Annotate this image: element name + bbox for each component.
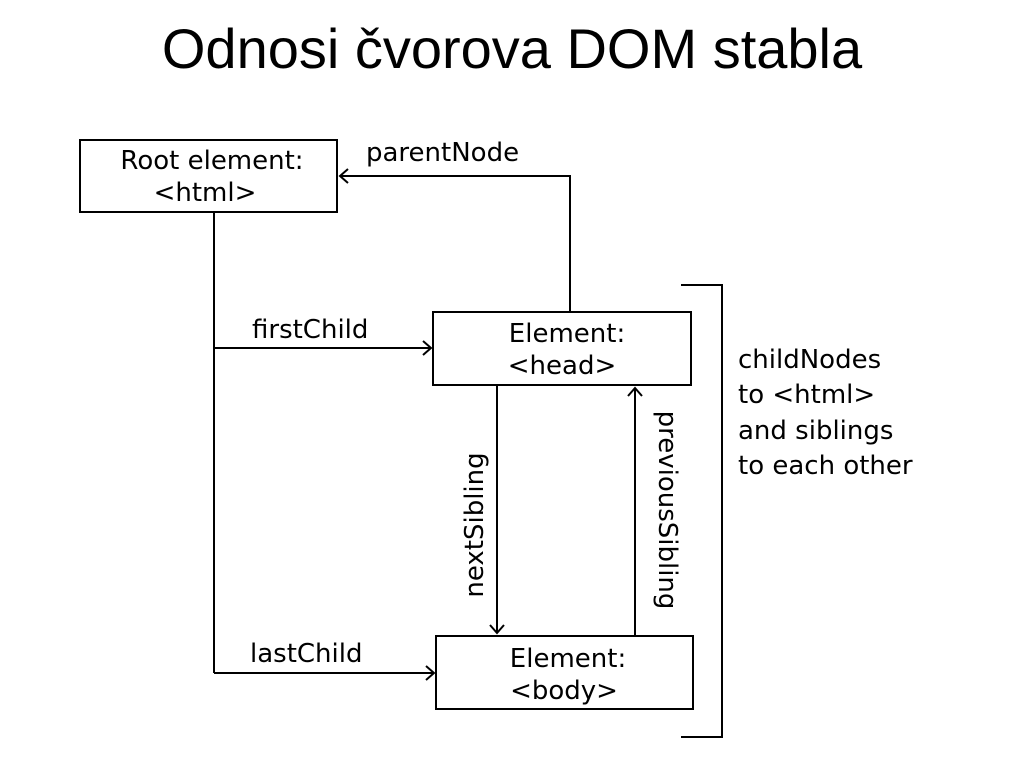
node-head-label-line2: <head> <box>508 351 616 381</box>
edge-previous-sibling: previousSibling <box>627 386 682 635</box>
node-body-label-line2: <body> <box>510 676 618 706</box>
node-root-label-line1: Root element: <box>120 146 303 176</box>
bracket-note-line-4: to each other <box>738 451 913 481</box>
edge-next-sibling-arrowhead <box>489 624 505 635</box>
bracket-note: childNodes to <html> and siblings to eac… <box>738 345 913 481</box>
node-body-box <box>435 635 694 710</box>
children-bracket <box>681 284 723 738</box>
edge-last-child-label: lastChild <box>250 639 362 669</box>
node-root-box <box>79 139 338 213</box>
edge-parent-node-line <box>340 175 571 311</box>
node-body-label-line1: Element: <box>510 644 626 674</box>
edge-last-child-arrowhead <box>425 665 436 681</box>
node-head-label-line1: Element: <box>509 319 625 349</box>
edge-parent-node-arrowhead <box>338 168 349 184</box>
edge-last-child: lastChild <box>214 639 436 681</box>
edge-first-child-arrowhead <box>422 340 433 356</box>
node-head: Element: <head> <box>432 311 692 386</box>
node-root-label-line2: <html> <box>154 178 257 208</box>
edge-parent-node-label: parentNode <box>366 138 519 168</box>
edge-previous-sibling-arrowhead <box>627 386 643 397</box>
edge-first-child: firstChild <box>214 315 433 356</box>
edge-parent-node: parentNode <box>338 138 571 311</box>
bracket-note-line-2: to <html> <box>738 380 875 410</box>
edge-next-sibling-label: nextSibling <box>460 452 490 597</box>
edge-next-sibling: nextSibling <box>460 386 505 635</box>
edge-first-child-label: firstChild <box>252 315 368 345</box>
edge-previous-sibling-label: previousSibling <box>652 411 682 610</box>
bracket-note-line-1: childNodes <box>738 345 881 375</box>
slide-title: Odnosi čvorova DOM stabla <box>161 17 863 80</box>
node-head-box <box>432 311 692 386</box>
node-body: Element: <body> <box>435 635 694 710</box>
node-root-html: Root element: <html> <box>79 139 338 213</box>
bracket-note-line-3: and siblings <box>738 416 893 446</box>
